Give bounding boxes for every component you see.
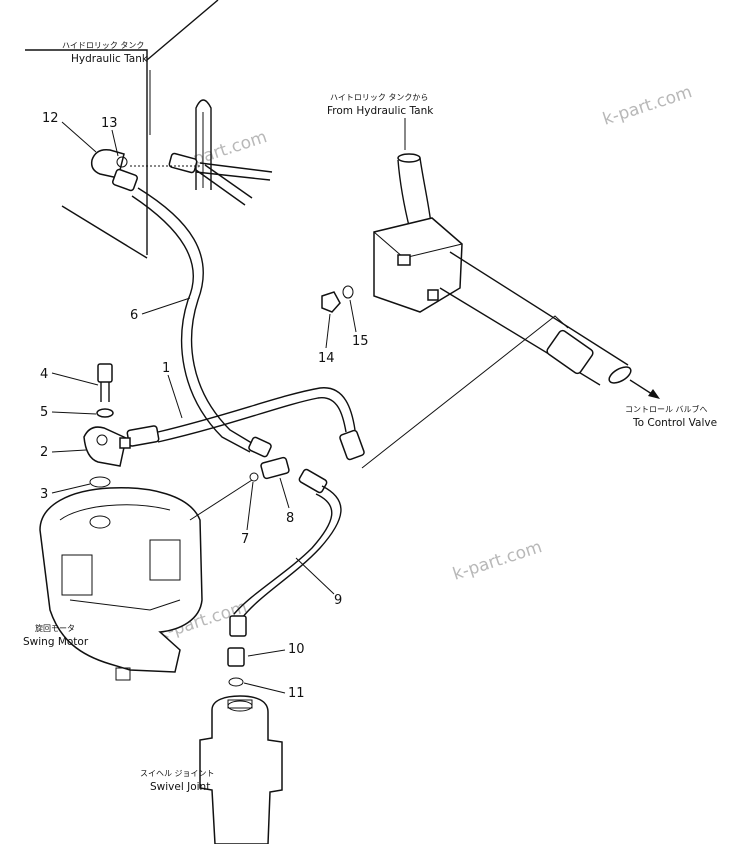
callout-1: 1	[162, 361, 170, 376]
callout-7: 7	[241, 532, 249, 547]
valve-block	[373, 217, 463, 313]
callout-3: 3	[40, 487, 48, 502]
watermark: k-part.com	[450, 537, 544, 585]
callout-14: 14	[318, 351, 335, 366]
block-2	[83, 426, 131, 467]
tank-elbow-fitting	[90, 148, 138, 192]
swing-motor-label-jp: 旋回モータ	[35, 623, 75, 633]
hose-6	[131, 187, 272, 458]
hydraulic-tank	[25, 0, 219, 259]
to-valve-label: To Control Valve	[632, 417, 717, 429]
hose-1	[126, 387, 365, 461]
tank-o-ring	[116, 156, 128, 168]
o-ring-11	[228, 677, 244, 687]
adapter-10	[227, 647, 245, 667]
callout-13: 13	[101, 116, 118, 131]
swing-motor	[39, 486, 203, 681]
plug-14	[321, 291, 341, 313]
washer-5	[96, 408, 114, 418]
callout-5: 5	[40, 405, 48, 420]
callout-6: 6	[130, 308, 138, 323]
swing-motor-label: Swing Motor	[23, 636, 89, 648]
hose-9	[229, 468, 342, 637]
callout-11: 11	[288, 686, 305, 701]
leader-line	[361, 315, 569, 469]
callout-8: 8	[286, 511, 294, 526]
o-ring-7	[249, 472, 259, 482]
callout-2: 2	[40, 445, 48, 460]
tank-port-fitting	[168, 152, 273, 206]
callout-12: 12	[42, 111, 59, 126]
callout-4: 4	[40, 367, 48, 382]
callout-9: 9	[334, 593, 342, 608]
bolt-4	[97, 363, 113, 402]
swivel-joint-label-jp: スイヘル ジョイント	[140, 769, 215, 778]
hydraulic-tank-label: Hydraulic Tank	[71, 53, 149, 65]
hydraulic-tank-label-jp: ハイドロリック タンク	[62, 41, 144, 50]
to-valve-label-jp: コントロール バルブへ	[625, 404, 708, 414]
watermark: k-part.com	[600, 82, 694, 130]
swivel-joint-label: Swivel Joint	[150, 781, 210, 793]
main-pipe	[439, 251, 632, 386]
arrow-head	[648, 389, 660, 399]
from-tank-label-jp: ハイトロリック タンクから	[330, 93, 428, 102]
callout-15: 15	[352, 334, 369, 349]
o-ring-15	[342, 285, 354, 299]
callout-10: 10	[288, 642, 305, 657]
o-ring-3	[89, 476, 111, 488]
elbow-fitting-8	[260, 456, 290, 480]
swivel-joint	[199, 695, 283, 844]
from-tank-label: From Hydraulic Tank	[327, 105, 434, 117]
